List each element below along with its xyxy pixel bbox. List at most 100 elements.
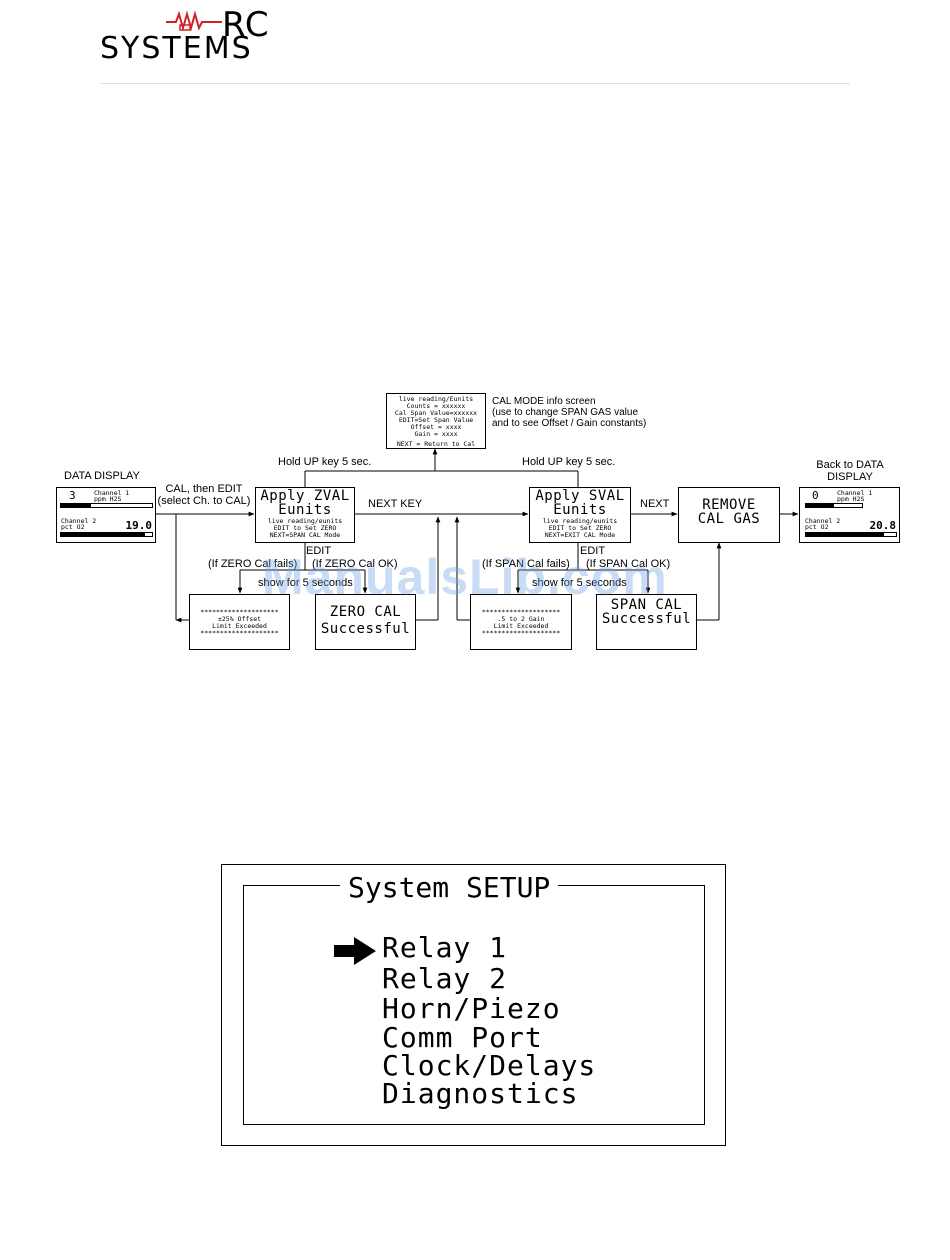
zval-line3: NEXT=SPAN CAL Mode xyxy=(269,531,341,539)
span-ok-screen: SPAN CAL Successful xyxy=(596,594,697,650)
span-ok-label: (If SPAN Cal OK) xyxy=(586,558,671,570)
setup-menu-outer xyxy=(221,864,726,1146)
zero-fail-line2: Limit Exceeded xyxy=(212,622,267,630)
info-line6: Gain = xxxx xyxy=(414,430,458,438)
zero-ok-line1: ZERO CAL xyxy=(329,604,402,620)
span-fail-stars1: ******************** xyxy=(481,608,561,616)
info-note-line1: CAL MODE info screen xyxy=(492,396,596,407)
info-line7: NEXT = Return to Cal xyxy=(396,440,476,448)
ch2-name-right: Channel 2 xyxy=(805,517,841,525)
span-ok-line1: SPAN CAL xyxy=(610,597,683,613)
ch2-units-right: pct O2 xyxy=(805,523,829,531)
span-fail-stars2: ******************** xyxy=(481,629,561,637)
ch2-bar-fill-right xyxy=(806,533,884,536)
span-fails-label: (If SPAN Cal fails) xyxy=(482,558,570,570)
selection-arrow-icon xyxy=(334,937,376,965)
span-fail-line: .5 to 2 Gain xyxy=(497,615,545,623)
ch2-bar-frame-right xyxy=(805,532,897,537)
ch1-value-right: 0 xyxy=(812,489,819,502)
data-display-label: DATA DISPLAY xyxy=(64,470,140,482)
info-line1: live reading/Eunits xyxy=(398,395,474,403)
menu-item-relay-2[interactable]: Relay 2 xyxy=(382,962,508,995)
info-line5: Offset = xxxx xyxy=(410,423,462,431)
zero-ok-line2: Successful xyxy=(320,621,411,637)
sval-units: Eunits xyxy=(553,502,607,518)
ch2-value: 19.0 xyxy=(125,519,153,532)
zero-fail-stars2: ******************** xyxy=(200,629,279,637)
zval-line2: EDIT to Set ZERO xyxy=(273,524,337,532)
menu-item-comm-port[interactable]: Comm Port xyxy=(382,1021,543,1054)
ch1-value: 3 xyxy=(69,489,76,502)
ch1-units: ppm H2S xyxy=(94,495,122,503)
show-left-label: show for 5 seconds xyxy=(258,577,353,589)
menu-item-clock-delays[interactable]: Clock/Delays xyxy=(382,1049,597,1082)
header-divider xyxy=(100,83,850,84)
edit-right-label: EDIT xyxy=(580,545,606,557)
data-display-right: 0 Channel 1 ppm H2S Channel 2 pct O2 20.… xyxy=(799,487,900,543)
zval-line1: live reading/eunits xyxy=(267,517,343,525)
info-line2: Counts = xxxxxx xyxy=(406,402,466,410)
apply-zval-screen: Apply ZVAL Eunits live reading/eunits ED… xyxy=(255,487,355,543)
ch1-bar-frame-right xyxy=(805,503,863,508)
ch2-name: Channel 2 xyxy=(61,517,97,525)
zval-units: Eunits xyxy=(278,502,332,518)
flow-connectors xyxy=(155,448,799,623)
setup-menu-title: System SETUP xyxy=(340,873,559,903)
cal-then-edit-line1: CAL, then EDIT xyxy=(165,483,243,495)
next-key-label: NEXT KEY xyxy=(368,498,423,510)
menu-item-diagnostics[interactable]: Diagnostics xyxy=(382,1077,579,1110)
info-line4: EDIT=Set Span Value xyxy=(398,416,474,424)
menu-item-relay-1[interactable]: Relay 1 xyxy=(382,931,508,964)
hold-up-left-label: Hold UP key 5 sec. xyxy=(278,456,372,468)
zero-fail-line: ±25% Offset xyxy=(217,615,262,623)
info-line3: Cal Span Value=xxxxxx xyxy=(394,409,478,417)
zero-fails-label: (If ZERO Cal fails) xyxy=(208,558,298,570)
span-fail-screen: ******************** .5 to 2 Gain Limit … xyxy=(470,594,572,650)
logo-systems: SYSTEMS xyxy=(100,31,253,66)
data-display-left: 3 Channel 1 ppm H2S Channel 2 pct O2 19.… xyxy=(56,487,156,543)
zero-fail-stars1: ******************** xyxy=(200,608,279,616)
span-fail-line2: Limit Exceeded xyxy=(493,622,549,630)
ch1-name-right: Channel 1 xyxy=(837,489,873,497)
info-note: CAL MODE info screen (use to change SPAN… xyxy=(492,396,646,429)
back-to-data-label: Back to DATA DISPLAY xyxy=(802,459,898,483)
ch2-bar-fill xyxy=(61,533,145,536)
next-label: NEXT xyxy=(640,498,670,510)
remove-line1: REMOVE xyxy=(702,497,756,513)
info-note-line2: (use to change SPAN GAS value xyxy=(492,407,639,418)
cal-then-edit-label: CAL, then EDIT (select Ch. to CAL) xyxy=(156,483,252,507)
ch1-units-right: ppm H2S xyxy=(837,495,865,503)
watermark: ManualsLib.com xyxy=(262,549,668,605)
back-label-line2: DISPLAY xyxy=(827,471,873,483)
zero-ok-screen: ZERO CAL Successful xyxy=(315,594,416,650)
ch2-units: pct O2 xyxy=(61,523,85,531)
ch1-bar-fill xyxy=(61,504,91,507)
ch1-bar-frame xyxy=(60,503,153,508)
logo-rc: RC xyxy=(222,5,270,45)
cal-then-edit-line2: (select Ch. to CAL) xyxy=(157,495,251,507)
zero-fail-screen: ******************** ±25% Offset Limit E… xyxy=(189,594,290,650)
info-note-line3: and to see Offset / Gain constants) xyxy=(492,418,647,429)
ch2-value-right: 20.8 xyxy=(869,519,897,532)
ch2-bar-frame xyxy=(60,532,153,537)
show-right-label: show for 5 seconds xyxy=(532,577,627,589)
ch1-bar-fill-right xyxy=(806,504,834,507)
info-screen: live reading/Eunits Counts = xxxxxx Cal … xyxy=(386,393,486,449)
logo: RC SYSTEMS xyxy=(100,8,270,68)
sval-line3: NEXT=EXIT CAL Mode xyxy=(544,531,616,539)
sval-title: Apply SVAL xyxy=(535,488,625,504)
sval-line1: live reading/eunits xyxy=(542,517,618,525)
menu-item-horn-piezo[interactable]: Horn/Piezo xyxy=(382,992,561,1025)
ch1-name: Channel 1 xyxy=(94,489,130,497)
hold-up-right-label: Hold UP key 5 sec. xyxy=(522,456,616,468)
remove-cal-gas-screen: REMOVE CAL GAS xyxy=(678,487,780,543)
remove-line2: CAL GAS xyxy=(697,511,761,527)
back-label-line1: Back to DATA xyxy=(816,459,884,471)
zero-ok-label: (If ZERO Cal OK) xyxy=(312,558,398,570)
edit-left-label: EDIT xyxy=(306,545,332,557)
sval-line2: EDIT to Set ZERO xyxy=(548,524,612,532)
apply-sval-screen: Apply SVAL Eunits live reading/eunits ED… xyxy=(529,487,631,543)
resistor-logo-icon xyxy=(166,10,222,32)
span-ok-line2: Successful xyxy=(601,611,692,627)
zval-title: Apply ZVAL xyxy=(260,488,350,504)
